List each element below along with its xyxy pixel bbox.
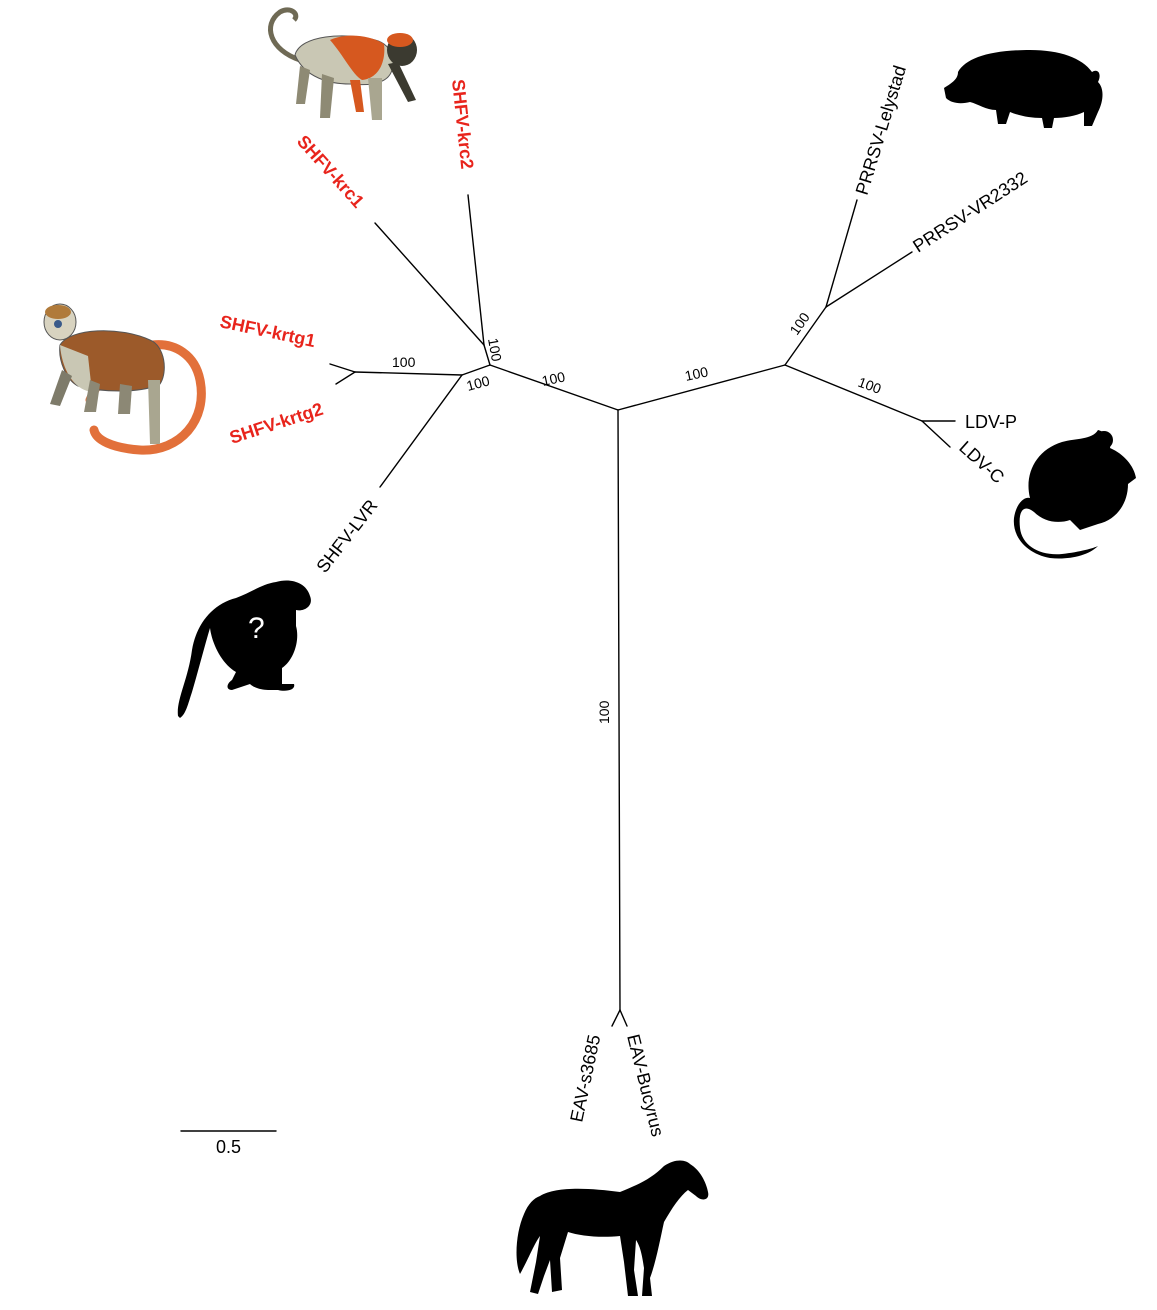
branch-root-prrsv-ldv xyxy=(617,364,786,411)
mouse-icon xyxy=(1013,430,1136,559)
branch-shfv-inner xyxy=(461,364,491,376)
bootstrap-prrsv-ldv-stem: 100 xyxy=(683,363,709,384)
branch-krtg2 xyxy=(335,371,356,385)
bootstrap-shfv-stem: 100 xyxy=(540,368,566,389)
branch-vr2332 xyxy=(825,251,913,308)
branch-ldv-c xyxy=(921,420,951,448)
bootstrap-shfv-inner: 100 xyxy=(465,372,492,394)
taxon-eav-s3685: EAV-s3685 xyxy=(566,1033,604,1124)
taxon-prrsv-lelystad: PRRSV-Lelystad xyxy=(852,63,910,197)
branch-root-eav xyxy=(617,409,621,1011)
branch-root-shfv xyxy=(489,364,619,411)
taxon-eav-bucyrus: EAV-Bucyrus xyxy=(623,1032,668,1138)
red-tailed-guenon-icon xyxy=(43,303,206,455)
taxon-shfv-krc1: SHFV-krc1 xyxy=(293,131,368,211)
taxon-shfv-krtg1: SHFV-krtg1 xyxy=(218,311,317,351)
branch-eav-bucyrus xyxy=(619,1009,628,1027)
pig-icon xyxy=(944,50,1103,128)
taxon-ldv-c: LDV-C xyxy=(955,437,1008,487)
branch-lelystad xyxy=(825,199,858,308)
branch-prrsv-stem xyxy=(784,306,827,366)
tree-branches xyxy=(329,194,956,1027)
taxon-labels: SHFV-krc1 SHFV-krc2 SHFV-krtg1 SHFV-krtg… xyxy=(218,63,1031,1138)
branch-krc1 xyxy=(374,222,485,346)
taxon-shfv-krc2: SHFV-krc2 xyxy=(448,78,477,170)
branch-krc2 xyxy=(467,194,485,346)
branch-shfv-krc xyxy=(483,344,491,366)
branch-krtg1 xyxy=(329,363,356,373)
horse-icon xyxy=(516,1160,709,1296)
scale-bar-label: 0.5 xyxy=(216,1137,241,1157)
bootstrap-krc: 100 xyxy=(485,337,505,363)
unknown-monkey-icon: ? xyxy=(177,580,311,718)
bootstrap-eav: 100 xyxy=(596,700,612,724)
bootstrap-ldv: 100 xyxy=(856,374,884,397)
branch-krtg-stem xyxy=(354,371,463,376)
bootstrap-krtg: 100 xyxy=(392,354,416,370)
bootstrap-prrsv: 100 xyxy=(786,309,813,337)
taxon-shfv-lvr: SHFV-LVR xyxy=(312,496,381,577)
branch-ldv-stem xyxy=(784,364,923,422)
red-colobus-monkey-icon xyxy=(268,7,417,120)
taxon-prrsv-vr2332: PRRSV-VR2332 xyxy=(909,168,1031,257)
bootstrap-values: 100 100 100 100 100 100 100 100 xyxy=(392,309,884,724)
branch-lvr xyxy=(379,374,463,488)
taxon-shfv-krtg2: SHFV-krtg2 xyxy=(227,399,325,448)
taxon-ldv-p: LDV-P xyxy=(965,412,1017,432)
unknown-host-mark: ? xyxy=(248,612,265,645)
branch-eav-s3685 xyxy=(611,1009,621,1027)
scale-bar: 0.5 xyxy=(180,1130,277,1157)
